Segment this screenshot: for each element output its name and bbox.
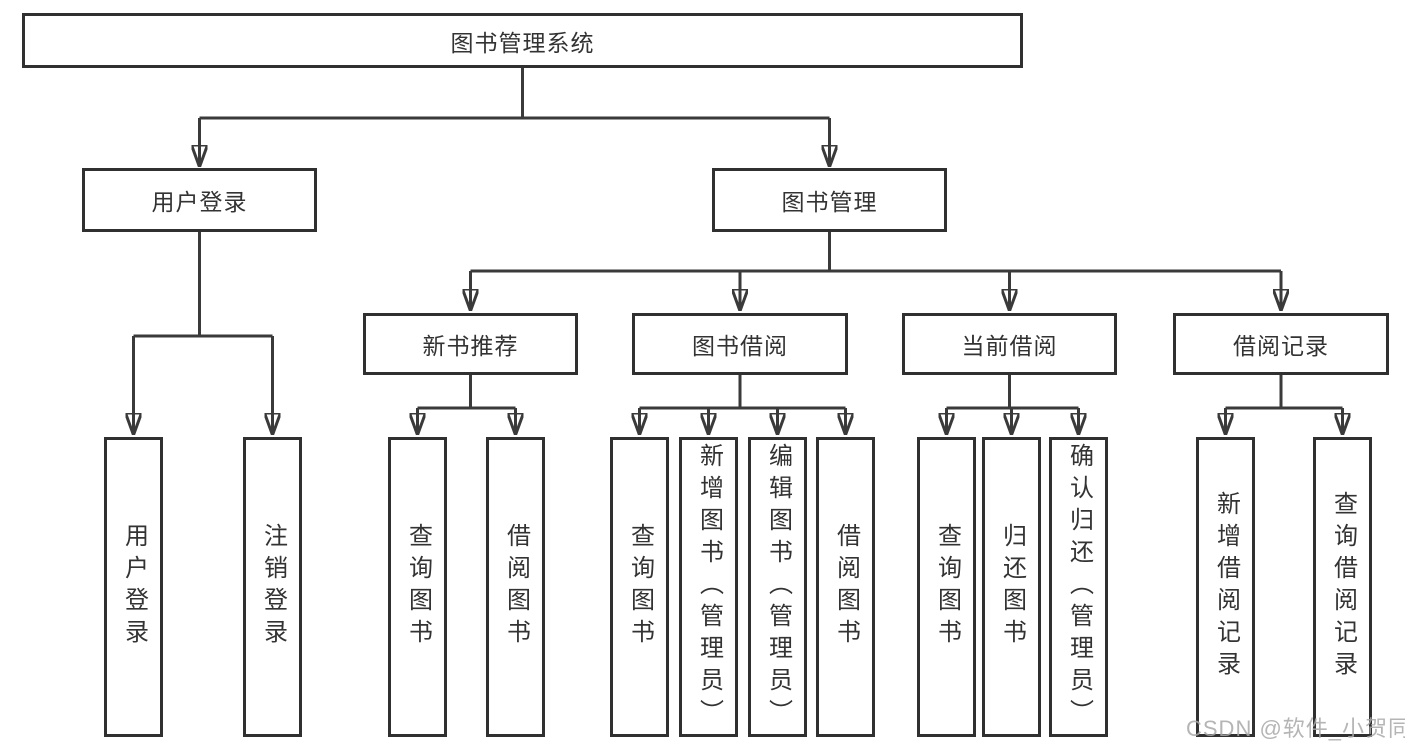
leaf-edit-books-admin: 编辑图书（管理员） bbox=[748, 437, 807, 737]
node-library-management-system: 图书管理系统 bbox=[22, 13, 1023, 68]
leaf-return-books: 归还图书 bbox=[982, 437, 1041, 737]
leaf-add-books-admin: 新增图书（管理员） bbox=[679, 437, 738, 737]
leaf-query-borrow-record: 查询借阅记录 bbox=[1313, 437, 1372, 737]
leaf-confirm-return-admin: 确认归还（管理员） bbox=[1049, 437, 1108, 737]
leaf-borrow-books: 借阅图书 bbox=[486, 437, 545, 737]
csdn-watermark: CSDN @软件_小贺同学 bbox=[1186, 716, 1405, 741]
leaf-query-books: 查询图书 bbox=[388, 437, 447, 737]
leaf-borrow-books: 借阅图书 bbox=[816, 437, 875, 737]
node-book-borrowing: 图书借阅 bbox=[632, 313, 848, 375]
leaf-user-login: 用户登录 bbox=[104, 437, 163, 737]
node-new-book-recommendation: 新书推荐 bbox=[363, 313, 578, 375]
node-borrowing-records: 借阅记录 bbox=[1173, 313, 1389, 375]
leaf-query-books: 查询图书 bbox=[610, 437, 669, 737]
node-user-login: 用户登录 bbox=[82, 168, 317, 232]
leaf-add-borrow-record: 新增借阅记录 bbox=[1196, 437, 1255, 737]
leaf-logout: 注销登录 bbox=[243, 437, 302, 737]
node-current-borrowing: 当前借阅 bbox=[902, 313, 1117, 375]
leaf-query-books: 查询图书 bbox=[917, 437, 976, 737]
node-book-management: 图书管理 bbox=[712, 168, 947, 232]
